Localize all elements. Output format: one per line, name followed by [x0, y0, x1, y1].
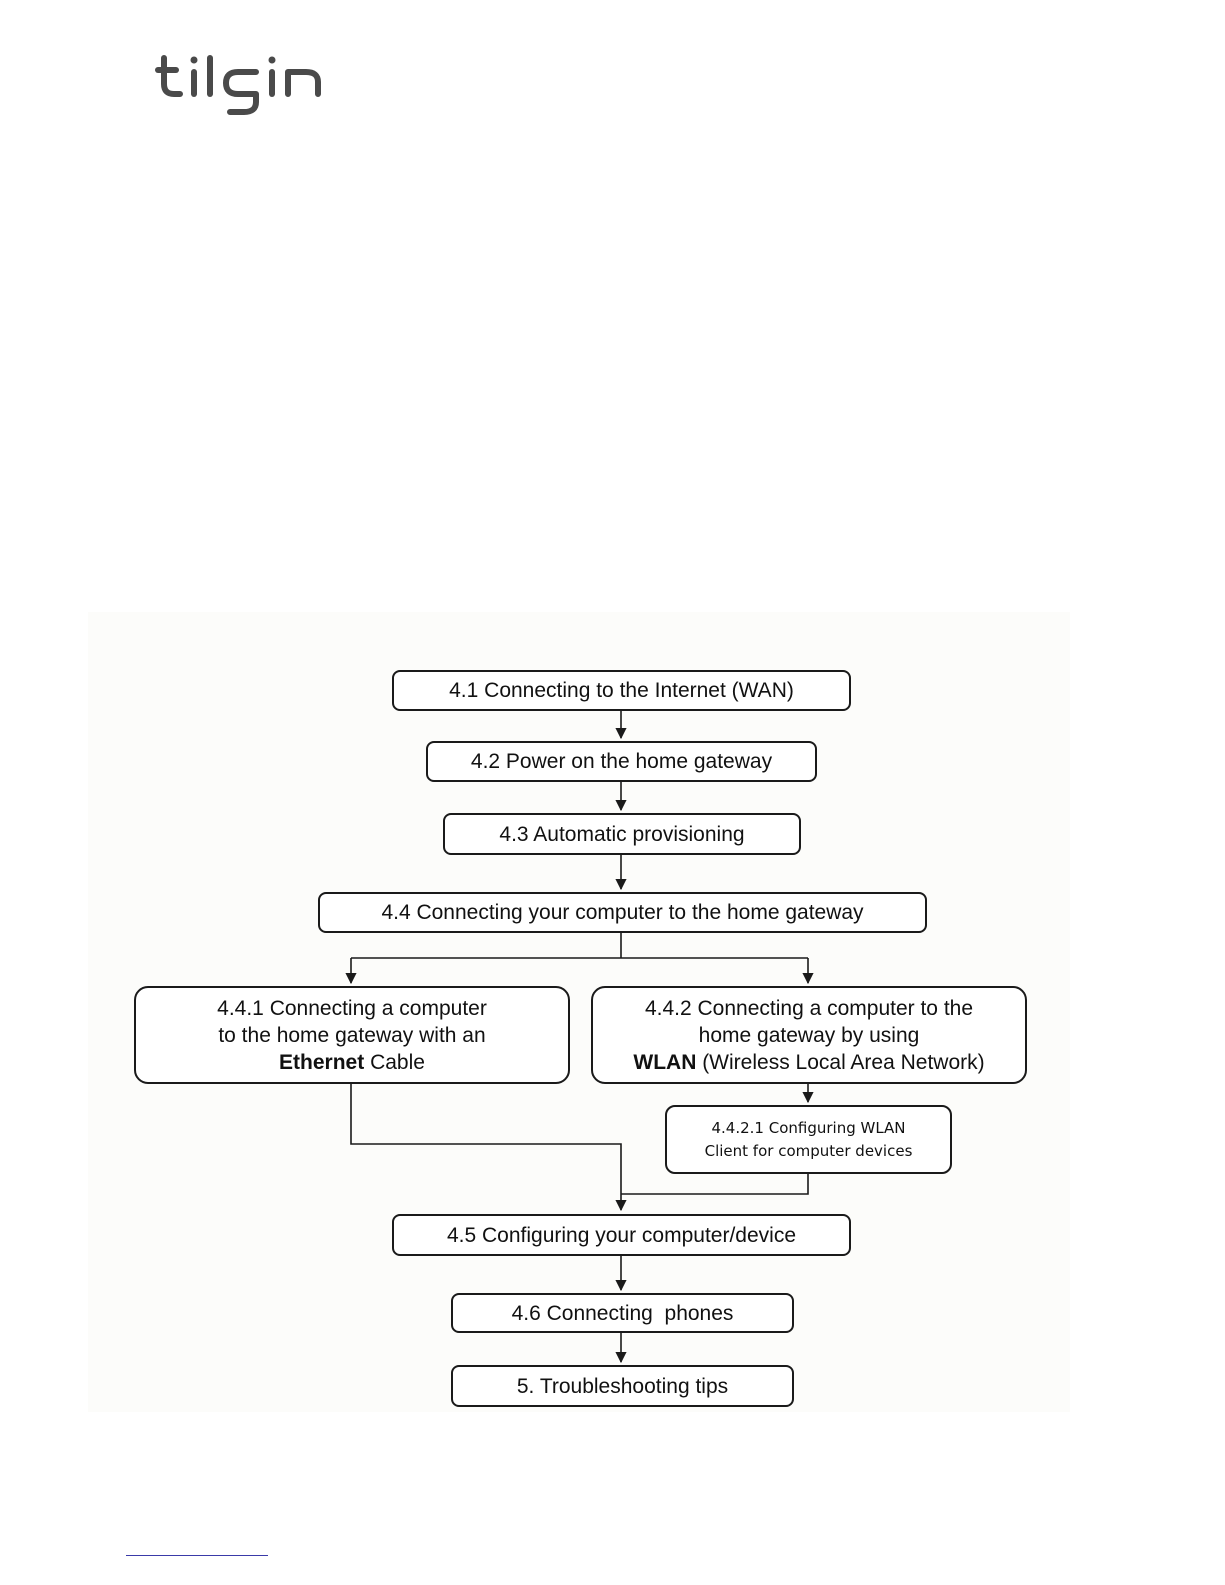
step-4-5-label: 4.5 Configuring your computer/device [446, 1223, 797, 1247]
step-4-4-2-line2: home gateway by using [698, 1023, 920, 1047]
step-4-4-1-line3: Ethernet Cable [279, 1049, 425, 1076]
footnote-separator [126, 1555, 268, 1556]
step-4-4-2-line3-rest: (Wireless Local Area Network) [696, 1050, 985, 1074]
step-4-3-box: 4.3 Automatic provisioning [443, 813, 801, 855]
step-4-4-1-box: 4.4.1 Connecting a computer to the home … [134, 986, 570, 1084]
step-4-4-label: 4.4 Connecting your computer to the home… [381, 901, 864, 924]
step-4-6-box: 4.6 Connecting phones [451, 1293, 794, 1333]
step-4-3-label: 4.3 Automatic provisioning [499, 822, 745, 846]
tilgin-logo [155, 55, 321, 115]
step-4-4-2-line1: 4.4.2 Connecting a computer to the [644, 996, 974, 1020]
step-4-4-2-bold-term: WLAN [633, 1050, 697, 1074]
step-4-4-1-bold-term: Ethernet [279, 1050, 365, 1074]
step-4-1-box: 4.1 Connecting to the Internet (WAN) [392, 670, 851, 711]
step-4-4-2-1-line2: Client for computer devices [704, 1141, 913, 1160]
step-4-4-2-1-box: 4.4.2.1 Configuring WLAN Client for comp… [665, 1105, 952, 1174]
step-5-label: 5. Troubleshooting tips [516, 1374, 729, 1398]
step-4-4-2-1-line1: 4.4.2.1 Configuring WLAN [711, 1118, 906, 1137]
step-5-box: 5. Troubleshooting tips [451, 1365, 794, 1407]
step-4-2-box: 4.2 Power on the home gateway [426, 741, 817, 782]
step-4-4-2-box: 4.4.2 Connecting a computer to the home … [591, 986, 1027, 1084]
step-4-4-1-line1: 4.4.1 Connecting a computer [217, 996, 487, 1020]
step-4-2-label: 4.2 Power on the home gateway [470, 750, 773, 773]
step-4-4-1-line3-rest: Cable [364, 1050, 425, 1074]
step-4-5-box: 4.5 Configuring your computer/device [392, 1214, 851, 1256]
step-4-4-box: 4.4 Connecting your computer to the home… [318, 892, 927, 933]
step-4-1-label: 4.1 Connecting to the Internet (WAN) [449, 679, 794, 702]
step-4-4-1-line2: to the home gateway with an [218, 1023, 486, 1047]
step-4-4-2-line3: WLAN (Wireless Local Area Network) [633, 1049, 984, 1076]
step-4-6-label: 4.6 Connecting phones [511, 1301, 734, 1325]
